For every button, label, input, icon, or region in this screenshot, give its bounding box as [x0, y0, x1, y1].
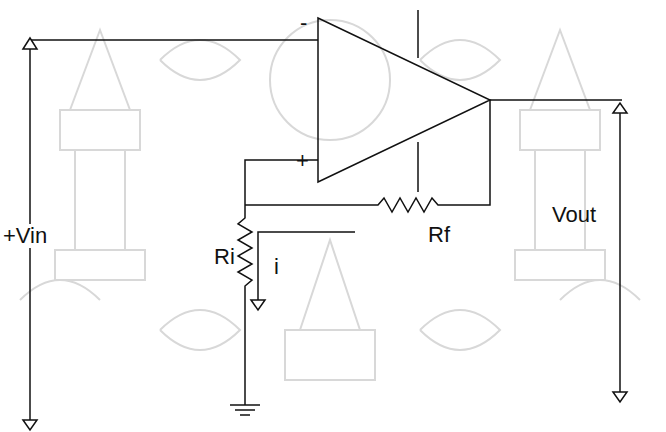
rf-resistor — [245, 100, 490, 212]
signal-name: +Vin — [3, 224, 47, 248]
terminal-arrow — [613, 392, 627, 402]
inverting-pin-sign: - — [300, 12, 307, 34]
terminal-arrow — [613, 103, 627, 113]
ri-resistor — [238, 212, 252, 405]
power-rail — [417, 142, 419, 192]
inverting-input-wire — [30, 39, 318, 41]
ground-symbol — [240, 414, 250, 416]
part-name: Rf — [428, 224, 450, 246]
ground-symbol — [235, 409, 255, 411]
signal-name: Vout — [552, 204, 596, 226]
vout-arrow — [619, 104, 621, 400]
current-name: i — [274, 256, 279, 278]
power-rail — [417, 10, 419, 58]
noninverting-pin-sign: + — [296, 150, 309, 172]
terminal-arrow — [23, 420, 37, 430]
output-wire — [490, 99, 622, 101]
ground-arrow — [251, 300, 265, 310]
part-name: Ri — [214, 246, 235, 268]
current-arrow — [258, 232, 355, 300]
ground-symbol — [230, 404, 260, 406]
op-amp-symbol — [318, 18, 490, 182]
terminal-arrow — [23, 38, 37, 49]
